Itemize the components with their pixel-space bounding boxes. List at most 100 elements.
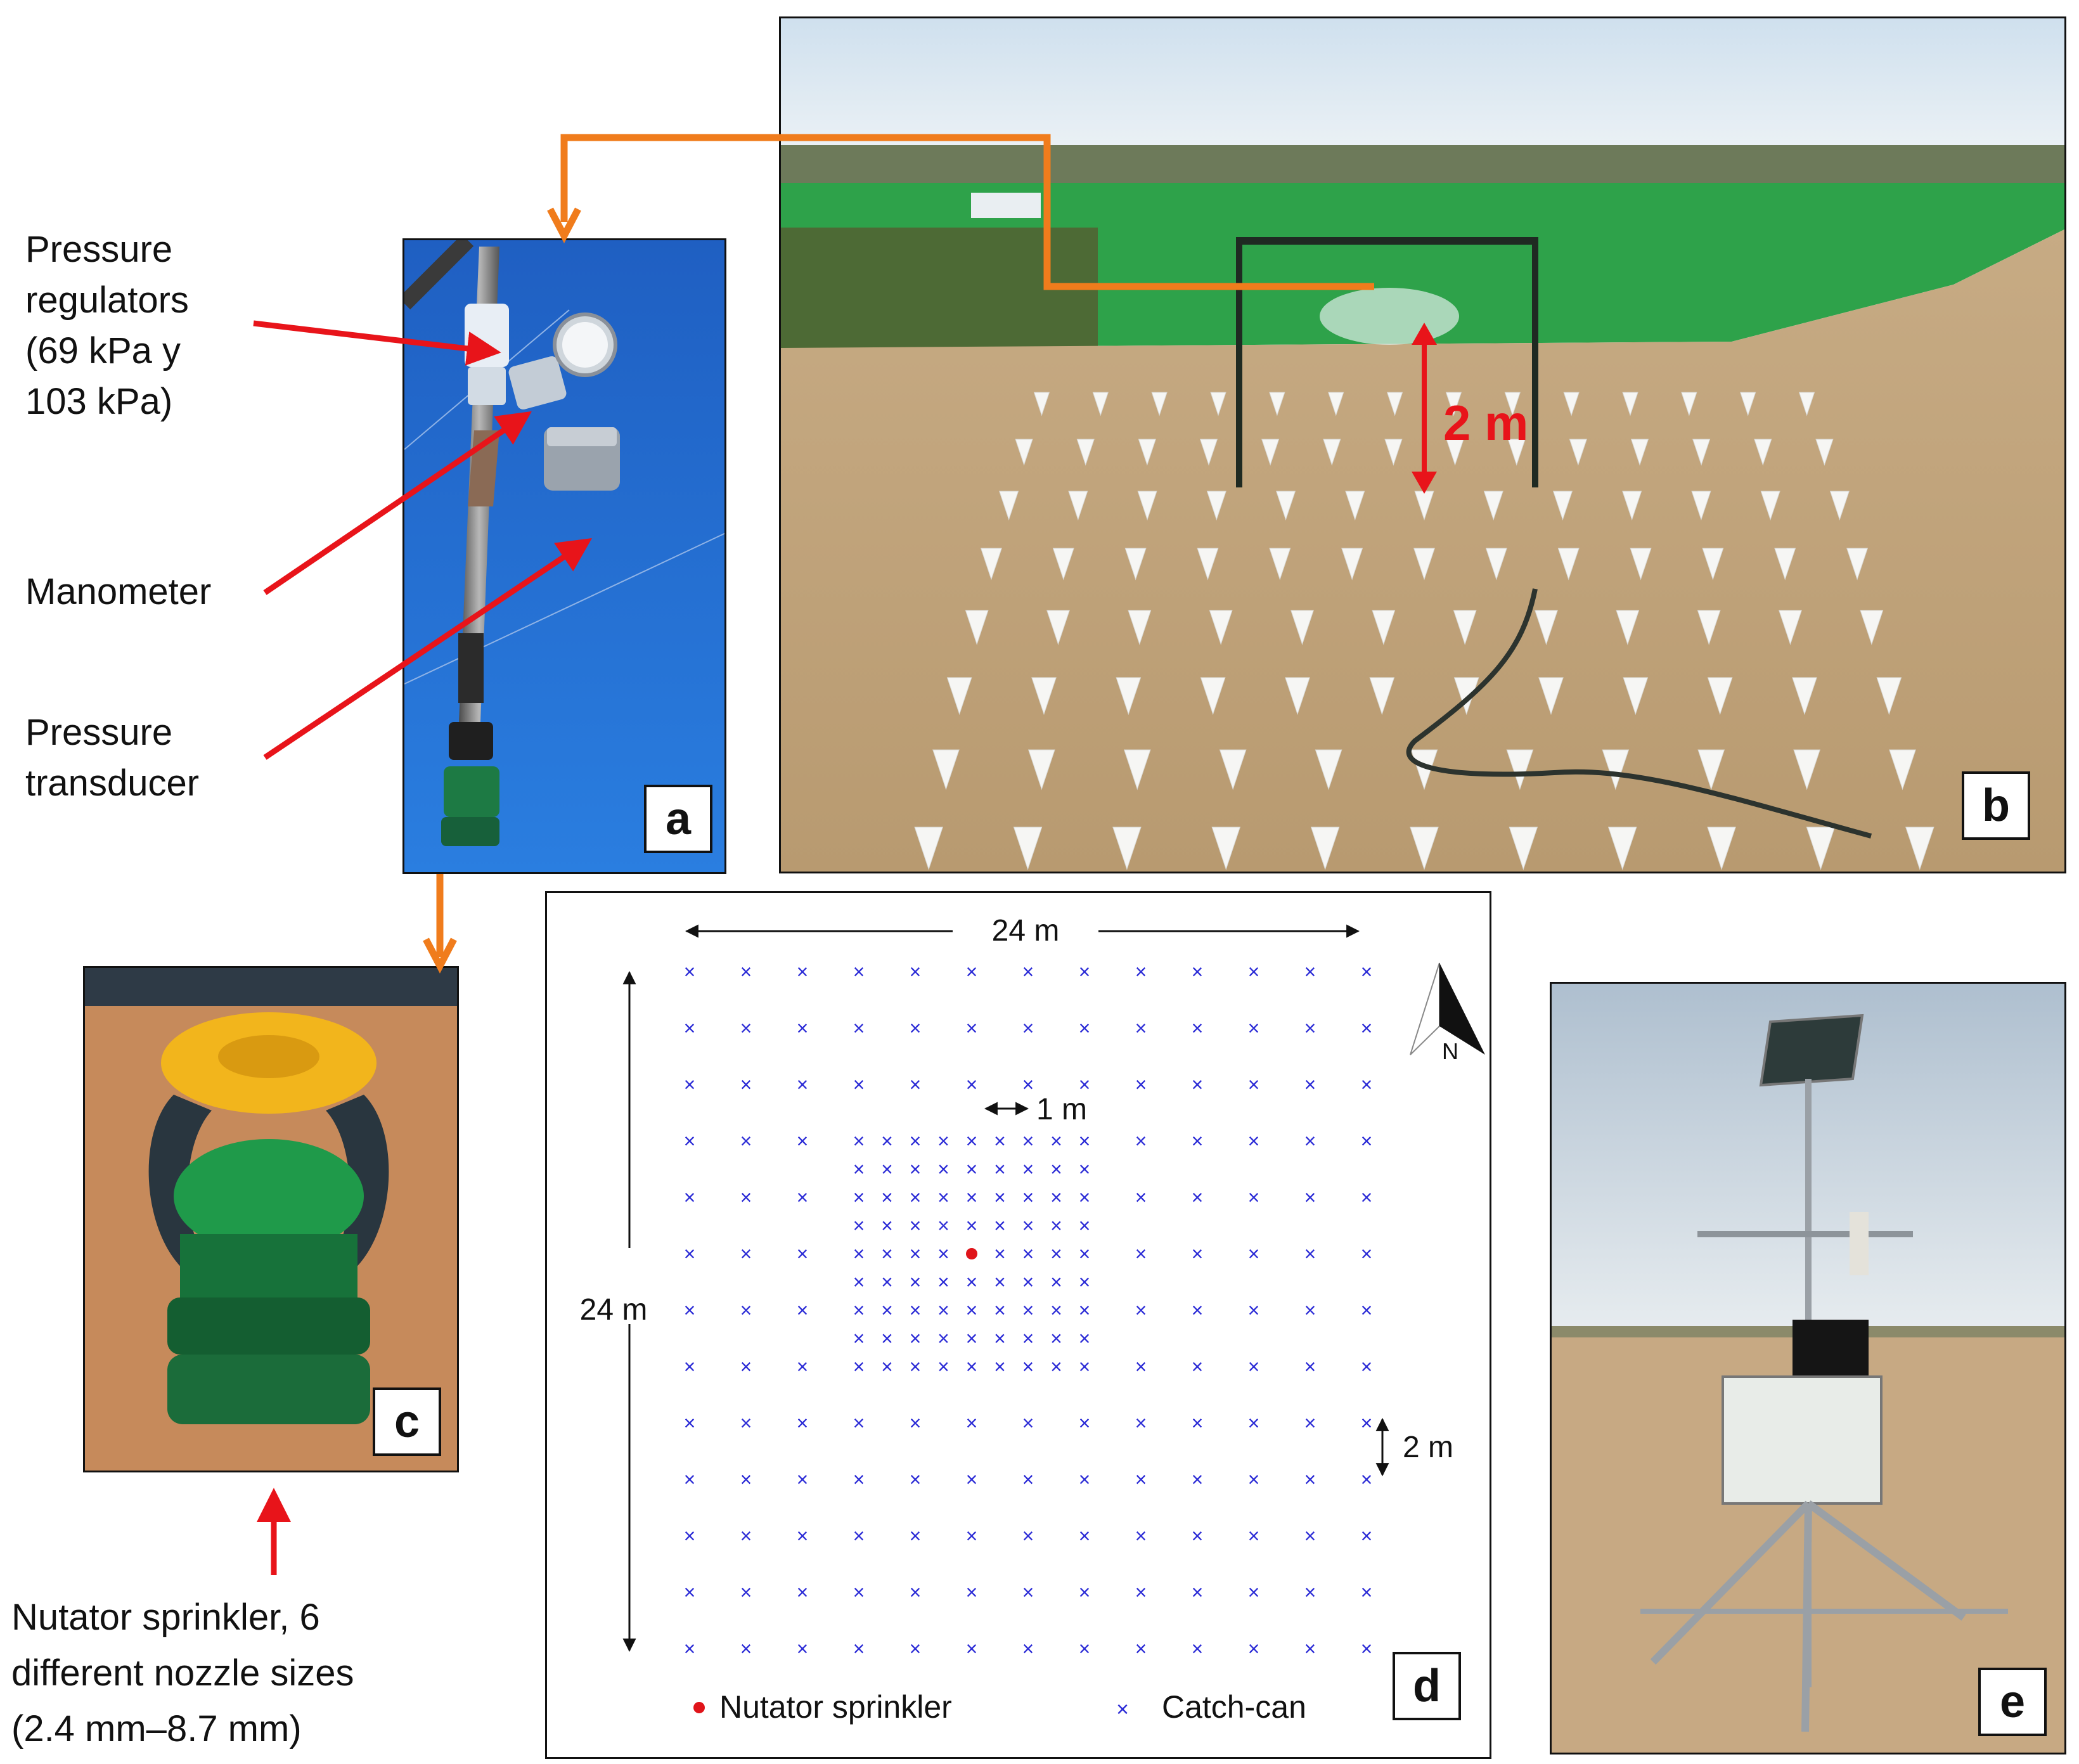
catch-can-x-icon: × [853, 1581, 865, 1604]
catch-can-x-icon: × [1135, 1299, 1147, 1322]
catch-can-x-icon: × [1079, 1073, 1091, 1096]
photo-catch-can-cone [1151, 392, 1168, 416]
catch-can-grid: 24 m 24 m 1 m 2 m N ××××××××××××××××××××… [580, 914, 1485, 1725]
orange-connector-b-to-a [560, 134, 1374, 290]
catch-can-x-icon: × [1135, 1637, 1147, 1660]
catch-can-x-icon: × [1248, 1130, 1260, 1152]
catch-can-x-icon: × [881, 1327, 893, 1350]
catch-can-x-icon: × [1192, 1468, 1204, 1491]
photo-catch-can-cone [1046, 610, 1070, 645]
catch-can-x-icon: × [1304, 1581, 1316, 1604]
photo-catch-can-cone [1410, 827, 1439, 870]
catch-can-x-icon: × [1192, 1412, 1204, 1434]
legend-sprinkler-dot-icon [693, 1702, 705, 1713]
arrow-to-manometer [263, 411, 532, 595]
photo-catch-can-cone [1815, 439, 1834, 466]
catch-can-x-icon: × [881, 1299, 893, 1322]
catch-can-x-icon: × [1304, 1468, 1316, 1491]
photo-catch-can-cone [1275, 491, 1296, 521]
sprinkler-dot-icon [966, 1248, 977, 1259]
photo-catch-can-cone [1702, 548, 1724, 581]
photo-catch-can-cone [1538, 677, 1564, 716]
photo-catch-can-cone [1369, 677, 1395, 716]
catch-can-x-icon: × [1079, 960, 1091, 983]
catch-can-x-icon: × [853, 1017, 865, 1040]
photo-catch-can-cone [1889, 749, 1916, 790]
photo-catch-can-cone [1446, 439, 1464, 466]
panel-a-label: a [644, 785, 712, 853]
callout-pressure-regulators: Pressure regulators (69 kPa y 103 kPa) [25, 229, 189, 422]
photo-catch-can-cone [1197, 548, 1219, 581]
photo-catch-can-cone [1199, 439, 1218, 466]
legend-sprinkler-label: Nutator sprinkler [719, 1689, 952, 1725]
catch-can-x-icon: × [1192, 1130, 1204, 1152]
catch-can-x-icon: × [1022, 1637, 1034, 1660]
catch-can-x-icon: × [740, 1017, 752, 1040]
photo-catch-can-cone [1616, 610, 1640, 645]
catch-can-x-icon: × [881, 1186, 893, 1209]
catch-can-x-icon: × [937, 1214, 949, 1237]
catch-can-x-icon: × [853, 960, 865, 983]
catch-can-x-icon: × [797, 1130, 809, 1152]
catch-can-x-icon: × [910, 1412, 922, 1434]
north-arrow-icon: N [1410, 962, 1485, 1064]
catch-can-x-icon: × [1079, 1412, 1091, 1434]
catch-can-x-icon: × [1050, 1214, 1062, 1237]
arrow-to-transducer [263, 538, 592, 760]
catch-can-x-icon: × [1135, 960, 1147, 983]
catch-can-x-icon: × [966, 1271, 978, 1294]
catch-can-x-icon: × [740, 1242, 752, 1265]
catch-can-x-icon: × [684, 1130, 696, 1152]
catch-can-x-icon: × [1135, 1412, 1147, 1434]
catch-can-x-icon: × [740, 1524, 752, 1547]
photo-catch-can-cone [1068, 491, 1088, 521]
fine-spacing-label: 1 m [1036, 1093, 1087, 1126]
catch-can-x-icon: × [1361, 1017, 1373, 1040]
catch-can-x-icon: × [910, 1299, 922, 1322]
photo-catch-can-cone [1116, 677, 1142, 716]
arrow-to-regulators [253, 320, 501, 366]
catch-can-x-icon: × [1361, 960, 1373, 983]
catch-can-x-icon: × [910, 1581, 922, 1604]
catch-can-x-icon: × [966, 1073, 978, 1096]
catch-can-x-icon: × [797, 1355, 809, 1378]
photo-catch-can-cone [1623, 677, 1649, 716]
photo-catch-can-cone [1692, 439, 1711, 466]
photo-catch-can-cone [1123, 749, 1151, 790]
catch-can-x-icon: × [1192, 1524, 1204, 1547]
catch-can-x-icon: × [966, 1327, 978, 1350]
north-label: N [1442, 1038, 1458, 1064]
catch-can-x-icon: × [797, 1412, 809, 1434]
photo-catch-can-cone [1485, 548, 1507, 581]
catch-can-x-icon: × [1248, 1412, 1260, 1434]
catch-can-x-icon: × [797, 1468, 809, 1491]
catch-can-x-icon: × [1248, 1581, 1260, 1604]
catch-can-x-icon: × [910, 1214, 922, 1237]
catch-can-x-icon: × [1361, 1073, 1373, 1096]
photo-catch-can-cone [1504, 392, 1521, 416]
catch-can-x-icon: × [1022, 1158, 1034, 1181]
catch-can-x-icon: × [1361, 1299, 1373, 1322]
catch-can-x-icon: × [684, 1242, 696, 1265]
catch-can-x-icon: × [966, 1299, 978, 1322]
photo-catch-can-cone [1372, 610, 1396, 645]
photo-catch-can-cone [1128, 610, 1152, 645]
catch-can-x-icon: × [1022, 1242, 1034, 1265]
catch-can-x-icon: × [910, 1186, 922, 1209]
photo-catch-can-cone [1341, 548, 1363, 581]
photo-catch-can-cone [1137, 491, 1157, 521]
photo-catch-can-cone [965, 610, 989, 645]
catch-can-x-icon: × [966, 960, 978, 983]
catch-can-x-icon: × [740, 1186, 752, 1209]
catch-can-x-icon: × [1022, 960, 1034, 983]
catch-can-x-icon: × [684, 1412, 696, 1434]
catch-can-x-icon: × [684, 1581, 696, 1604]
catch-can-x-icon: × [853, 1524, 865, 1547]
photo-catch-can-cone [1535, 610, 1558, 645]
catch-can-x-icon: × [853, 1158, 865, 1181]
catch-can-x-icon: × [966, 1158, 978, 1181]
catch-can-x-icon: × [1079, 1130, 1091, 1152]
catch-can-x-icon: × [740, 1637, 752, 1660]
catch-can-x-icon: × [1304, 1637, 1316, 1660]
catch-can-x-icon: × [966, 1524, 978, 1547]
